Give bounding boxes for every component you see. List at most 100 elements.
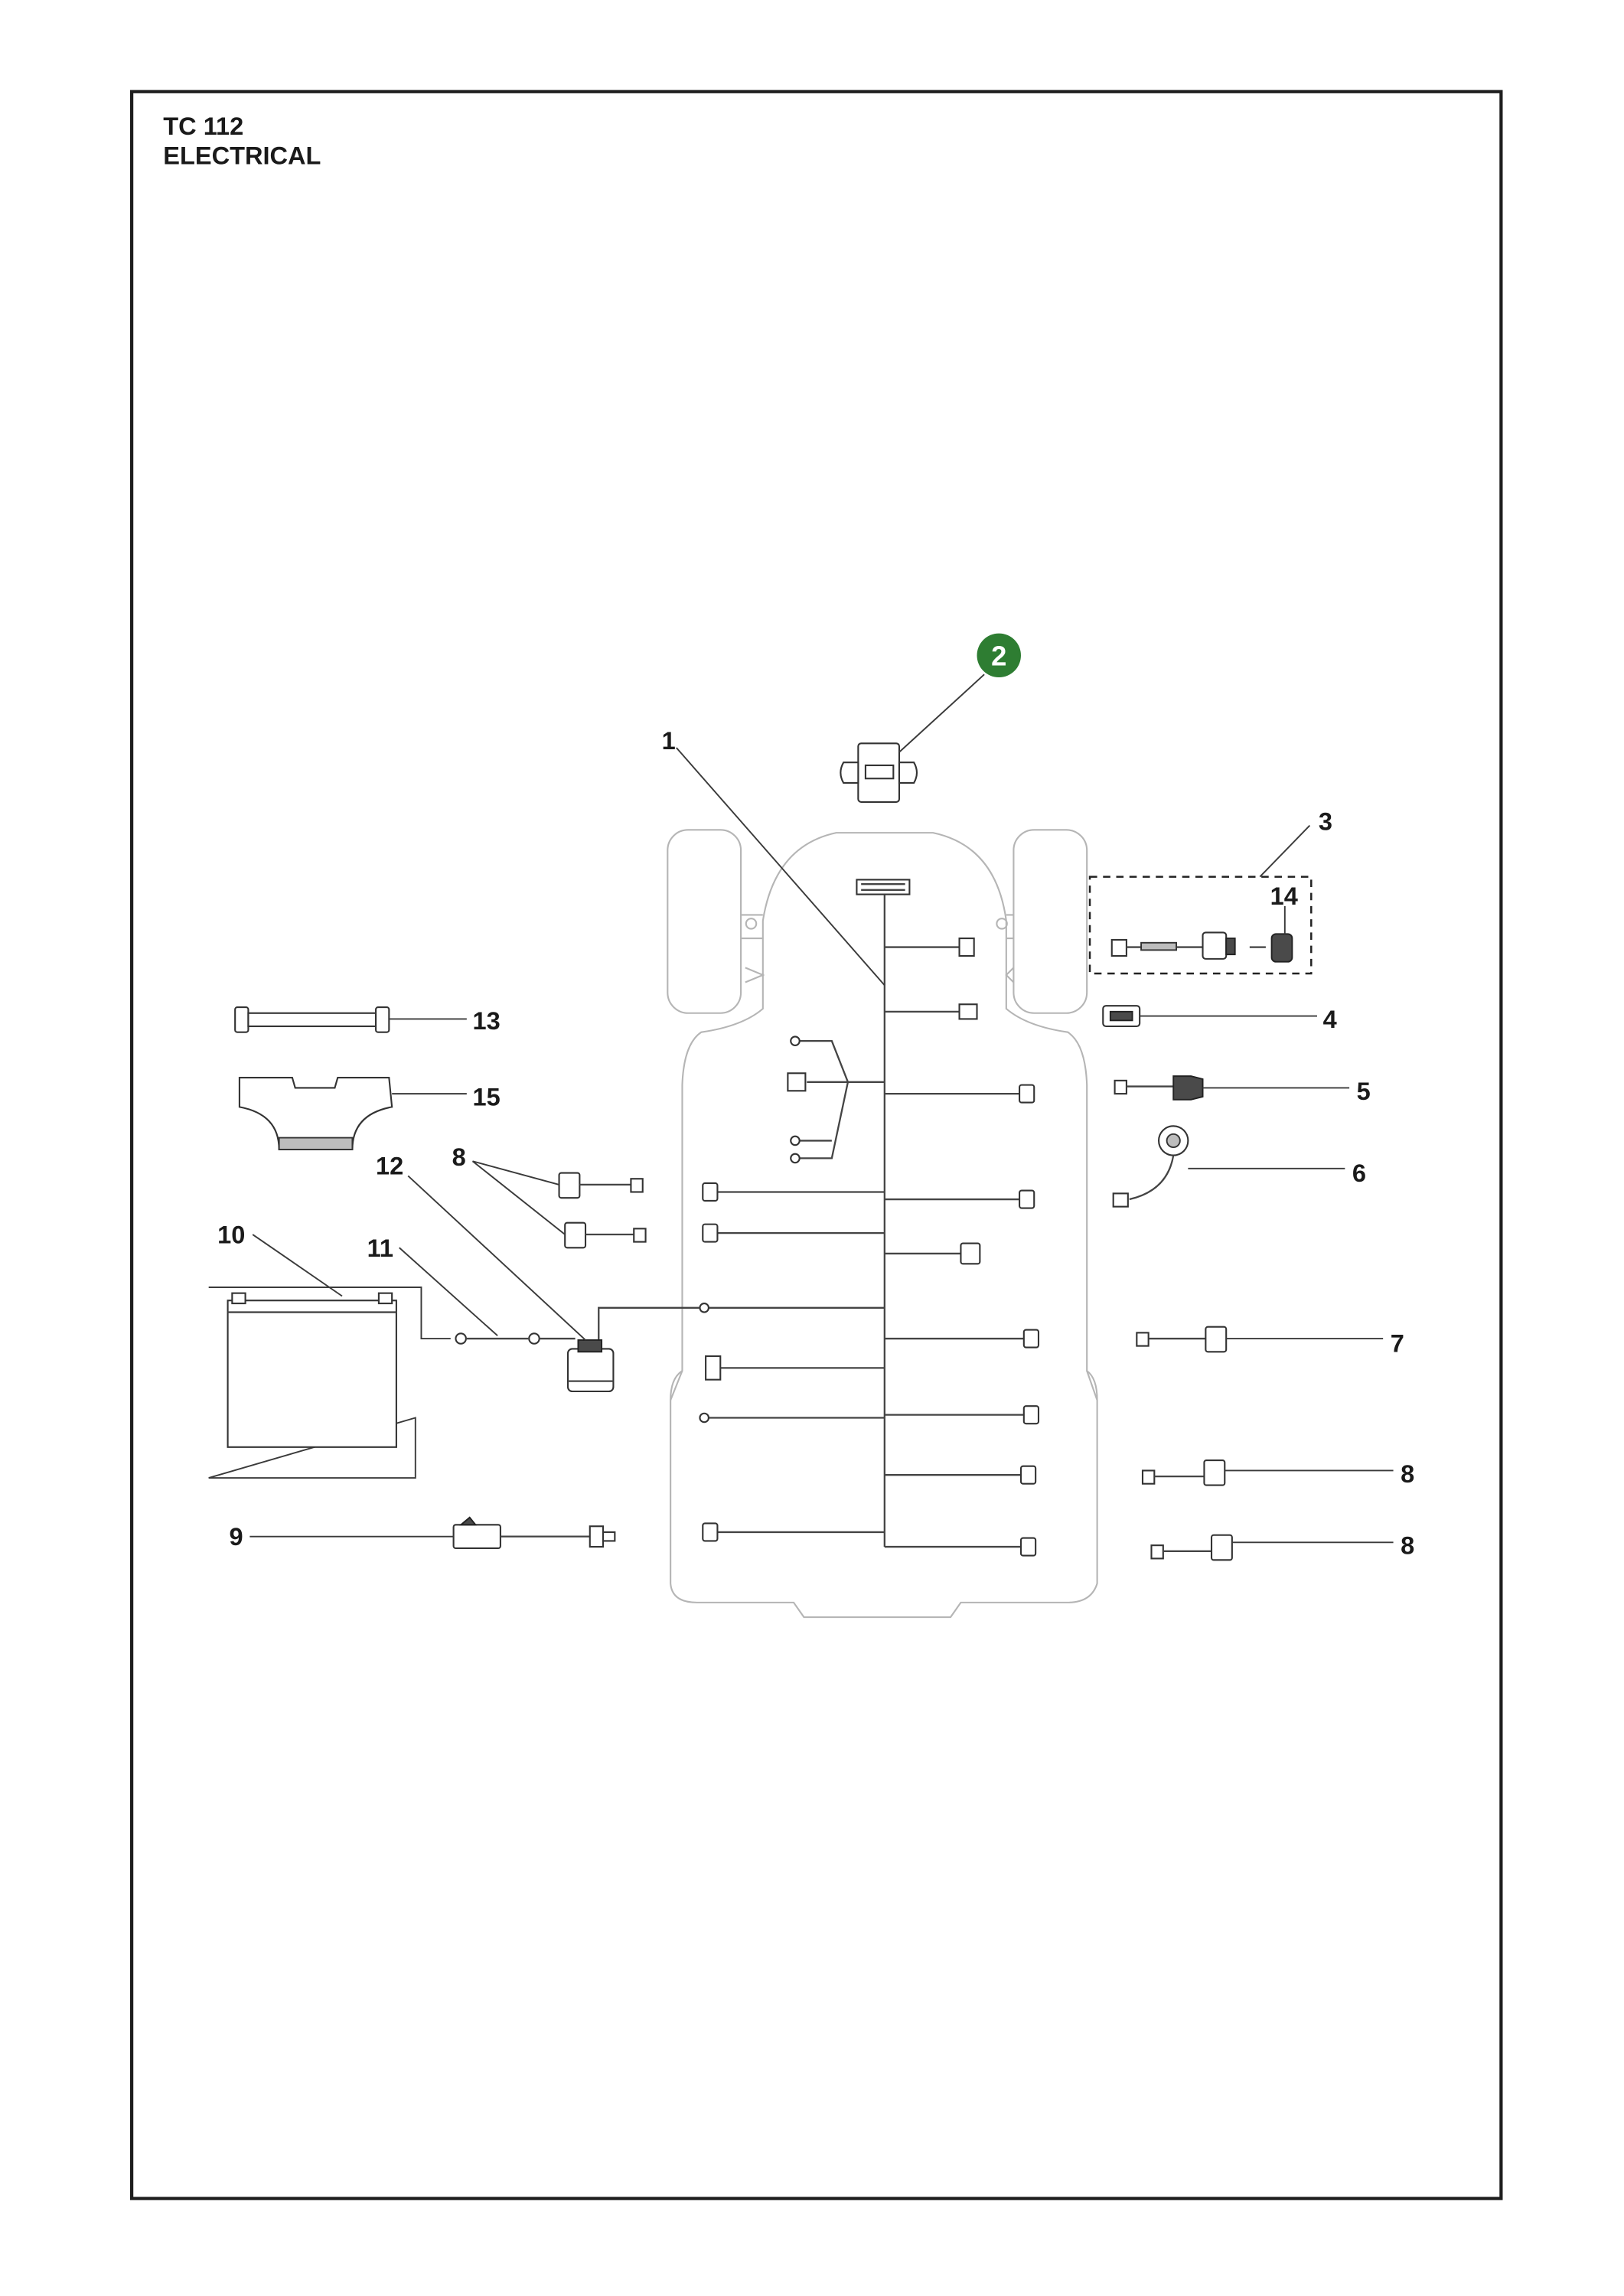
battery-10-terminal-right	[377, 1292, 393, 1305]
harness-ring-terminal-1	[790, 1035, 801, 1046]
left-axle-mount	[741, 914, 765, 983]
hour-meter-display	[1109, 1010, 1133, 1022]
cable-11-ring-left	[455, 1332, 467, 1345]
harness-connector-left-3	[702, 1223, 719, 1243]
model-title: TC 112	[163, 113, 243, 140]
callout-12: 12	[376, 1152, 403, 1179]
switch-8a-plug	[1141, 1469, 1156, 1485]
cable-13	[234, 1006, 390, 1033]
tractor-body	[670, 832, 1098, 1619]
harness-ring-terminal-5	[699, 1412, 709, 1424]
harness-connector-right-1	[958, 938, 975, 957]
right-axle-bolt	[996, 918, 1008, 930]
leader-1	[676, 747, 885, 986]
callout-8-right-2: 8	[1401, 1532, 1414, 1560]
right-axle-mount	[1005, 914, 1015, 983]
switch-7-plug	[1136, 1332, 1150, 1347]
switch-8b-plug	[1150, 1544, 1164, 1560]
control-module-flange-left	[840, 762, 859, 784]
ignition-sleeve	[1140, 941, 1178, 951]
seat-switch-9-plug	[589, 1525, 605, 1548]
solenoid-12-body	[566, 1348, 615, 1393]
cable-11	[455, 1332, 576, 1345]
tractor-outline	[667, 829, 1098, 1619]
switch-8c-plug-2	[633, 1228, 647, 1243]
ignition-switch-kit	[1088, 876, 1313, 975]
leader-11	[399, 1247, 498, 1336]
callout-10: 10	[217, 1221, 245, 1249]
wiring-harness	[699, 879, 1040, 1557]
ignition-key-head	[1270, 933, 1293, 963]
control-module	[840, 742, 918, 803]
harness-connector-right-3	[1019, 1084, 1035, 1104]
harness-connector-right-4	[1019, 1189, 1035, 1209]
sensor-assembly-6	[1112, 1125, 1189, 1208]
cable-13-end-left	[234, 1006, 249, 1033]
battery-tray-15-base	[278, 1137, 354, 1150]
battery-tray-15	[238, 1076, 393, 1150]
sensor-6-lead	[1129, 1155, 1175, 1201]
callout-15: 15	[473, 1083, 501, 1110]
left-axle-bolt	[745, 918, 758, 930]
seat-switch-9-lever	[458, 1516, 478, 1526]
switch-8b-body	[1210, 1534, 1233, 1561]
callout-11: 11	[367, 1234, 393, 1262]
front-left-wheel	[667, 829, 742, 1014]
callout-14: 14	[1270, 882, 1298, 910]
seat-switch-9-body	[452, 1524, 501, 1550]
callout-4: 4	[1323, 1006, 1337, 1033]
switch-7-body	[1205, 1326, 1228, 1353]
cable-13-body	[247, 1012, 377, 1028]
battery-10-terminal-left	[231, 1292, 246, 1305]
harness-connector-left-2	[702, 1182, 719, 1202]
switch-assembly-7	[1136, 1326, 1228, 1353]
hour-meter	[1102, 1005, 1141, 1028]
seat-switch-9	[452, 1516, 616, 1550]
switch-8a-body	[1203, 1459, 1226, 1486]
switch-5-body	[1172, 1075, 1204, 1101]
solenoid-12-cap	[577, 1339, 603, 1353]
rear-deck-line	[670, 1370, 1098, 1401]
harness-connector-right-5	[960, 1242, 981, 1265]
ignition-switch-face	[1225, 938, 1236, 956]
harness-branch-left-cluster	[799, 1040, 885, 1159]
switch-assembly-8-c	[558, 1172, 647, 1249]
harness-main-connector	[856, 879, 911, 895]
callout-7: 7	[1391, 1329, 1404, 1357]
harness-main-connector-pins	[861, 883, 905, 891]
switch-assembly-8-b	[1150, 1534, 1233, 1561]
leader-lines	[249, 673, 1394, 1544]
leader-10	[252, 1234, 343, 1297]
harness-ring-terminal-4	[699, 1303, 709, 1313]
harness-ring-terminal-2	[790, 1135, 801, 1146]
callouts: 1 2 3 14 4 5 6 7 8 8 8 9 10 11 12 13 15	[217, 633, 1414, 1560]
harness-connector-right-7	[1022, 1405, 1040, 1425]
callout-8-right-1: 8	[1401, 1460, 1414, 1488]
seat-switch-9-tip	[602, 1531, 616, 1542]
sensor-6-center	[1166, 1133, 1181, 1148]
solenoid-12	[566, 1306, 700, 1393]
harness-connector-right-9	[1019, 1537, 1037, 1557]
callout-2: 2	[991, 641, 1006, 672]
leader-2	[898, 673, 985, 753]
sensor-6-plug	[1112, 1192, 1129, 1208]
harness-connector-left-7	[702, 1522, 719, 1542]
callout-1: 1	[662, 727, 676, 755]
leader-8c-2	[471, 1160, 566, 1235]
harness-connector-left-1	[787, 1072, 807, 1092]
harness-ring-terminal-3	[790, 1153, 801, 1164]
ignition-plug	[1110, 938, 1127, 957]
leader-8c-1	[472, 1160, 559, 1186]
cable-13-end-right	[375, 1006, 390, 1033]
switch-assembly-8-a	[1141, 1459, 1226, 1486]
harness-connector-left-5	[705, 1355, 722, 1381]
callout-9: 9	[230, 1523, 243, 1551]
cable-11-ring-right	[528, 1332, 540, 1345]
harness-connector-right-6	[1022, 1329, 1040, 1349]
switch-8c-body-2	[564, 1221, 587, 1249]
switch-8c-body-1	[558, 1172, 581, 1199]
leader-12	[407, 1175, 586, 1341]
section-title: ELECTRICAL	[163, 142, 321, 170]
ignition-switch-body	[1202, 931, 1228, 960]
